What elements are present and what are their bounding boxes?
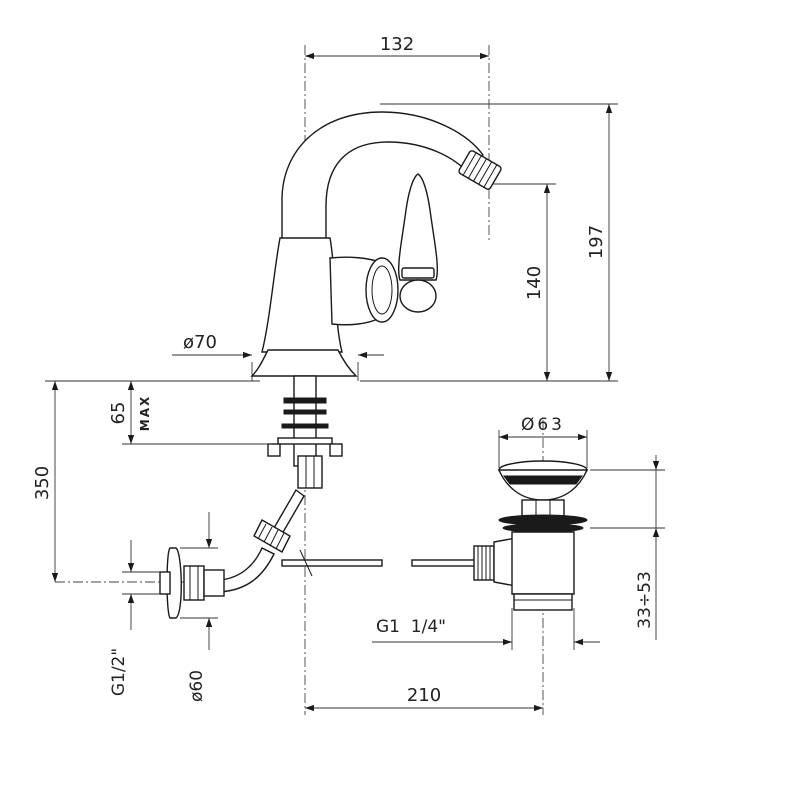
dimension-waste-range: 33÷53 <box>590 455 665 640</box>
mounting-shank <box>267 375 343 489</box>
dimension-spout-height: 140 <box>492 183 556 381</box>
faucet-body <box>250 111 502 377</box>
dimension-total-height-value: 197 <box>586 225 607 259</box>
inlet-valve <box>159 547 225 619</box>
dimension-spout-reach: 132 <box>305 34 489 60</box>
dimension-waste-offset-value: 210 <box>407 685 441 706</box>
dimension-total-height: 197 <box>360 103 618 382</box>
dimension-waste-thread-value: G1 1/4" <box>376 617 446 637</box>
spout-nozzle <box>458 150 502 190</box>
dimension-base-diameter-value: ø70 <box>183 332 217 353</box>
dimension-deck-thickness: 65 MAX <box>45 380 272 445</box>
dimension-hose-length: 350 <box>32 381 59 582</box>
flexible-hose <box>219 488 305 593</box>
pop-up-rod <box>281 537 517 587</box>
dimension-inlet-thread-value: G1/2" <box>109 648 129 696</box>
dimension-waste-range-value: 33÷53 <box>635 571 655 629</box>
dimension-spout-reach-value: 132 <box>380 34 414 55</box>
dimension-deck-thickness-max-label: MAX <box>138 395 152 431</box>
dimension-waste-thread: G1 1/4" <box>372 608 600 650</box>
dimension-waste-diameter: Ø63 <box>498 415 588 468</box>
dimension-base-diameter: ø70 <box>172 332 384 381</box>
dimension-waste-diameter-value: Ø63 <box>521 415 565 435</box>
dimension-flange-diameter: ø60 <box>180 512 218 702</box>
dimension-deck-thickness-value: 65 <box>108 402 129 425</box>
dimension-inlet-thread: G1/2" <box>109 540 160 696</box>
dimension-waste-offset: 210 <box>305 685 543 712</box>
dimension-hose-length-value: 350 <box>32 466 53 500</box>
pop-up-waste <box>497 460 589 611</box>
dimension-spout-height-value: 140 <box>524 266 545 300</box>
dimension-flange-diameter-value: ø60 <box>187 670 207 702</box>
